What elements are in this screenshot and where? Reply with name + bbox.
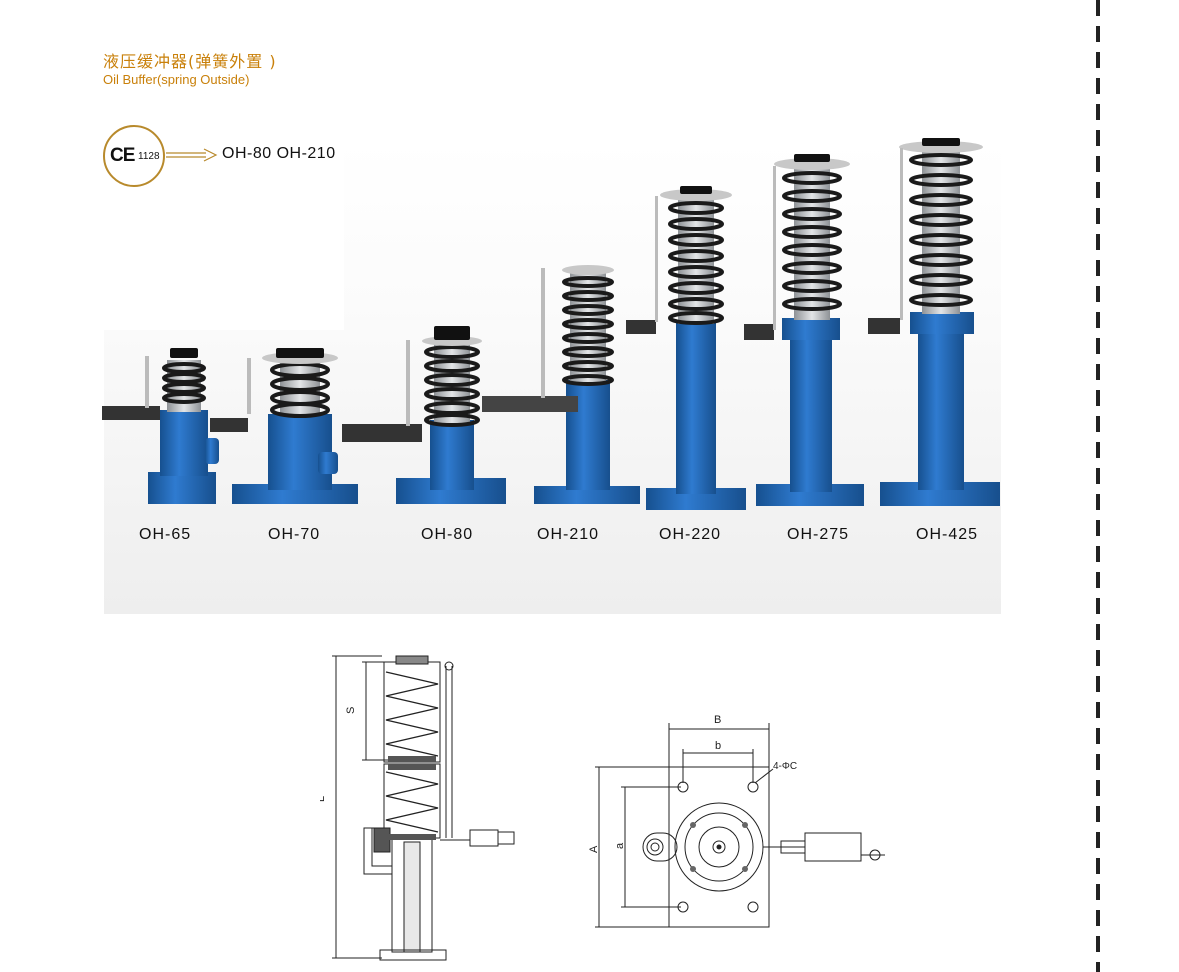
buffer-oh-80 <box>342 326 506 504</box>
model-label: OH-70 <box>268 526 321 543</box>
depth-dimension-label: A <box>588 845 600 853</box>
model-label: OH-220 <box>659 526 722 543</box>
hole-spacing-a-label: a <box>614 842 626 849</box>
buffer-oh-425 <box>868 138 1000 506</box>
model-label: OH-425 <box>916 526 979 543</box>
ce-certification-badge: CE 1128 <box>103 125 165 187</box>
buffer-oh-210 <box>482 265 640 504</box>
buffer-products-illustration <box>102 138 1000 510</box>
ce-number: 1128 <box>138 151 160 162</box>
model-label: OH-210 <box>537 526 600 543</box>
hole-spacing-b-label: b <box>715 740 721 752</box>
holes-spec-label: 4-ΦC <box>773 761 797 772</box>
dashed-divider <box>1096 0 1100 972</box>
stroke-dimension-label: S <box>345 707 357 714</box>
ce-mark: CE <box>110 145 135 166</box>
title-english: Oil Buffer(spring Outside) <box>103 72 250 87</box>
plan-view-drawing: B b 4-ΦC A a <box>588 714 885 928</box>
model-label: OH-65 <box>139 526 192 543</box>
width-dimension-label: B <box>714 714 721 726</box>
buffer-oh-275 <box>744 154 864 506</box>
buffer-oh-220 <box>626 186 746 510</box>
arrow-right-icon <box>166 148 218 162</box>
buffer-oh-70 <box>210 348 358 504</box>
model-label: OH-80 <box>421 526 474 543</box>
model-label: OH-275 <box>787 526 850 543</box>
ce-certified-models: OH-80 OH-210 <box>222 145 336 162</box>
buffer-oh-65 <box>102 348 219 504</box>
length-dimension-label: L <box>320 796 327 802</box>
title-chinese: 液压缓冲器(弹簧外置 ) <box>103 52 277 71</box>
side-view-drawing: S L <box>320 655 515 961</box>
